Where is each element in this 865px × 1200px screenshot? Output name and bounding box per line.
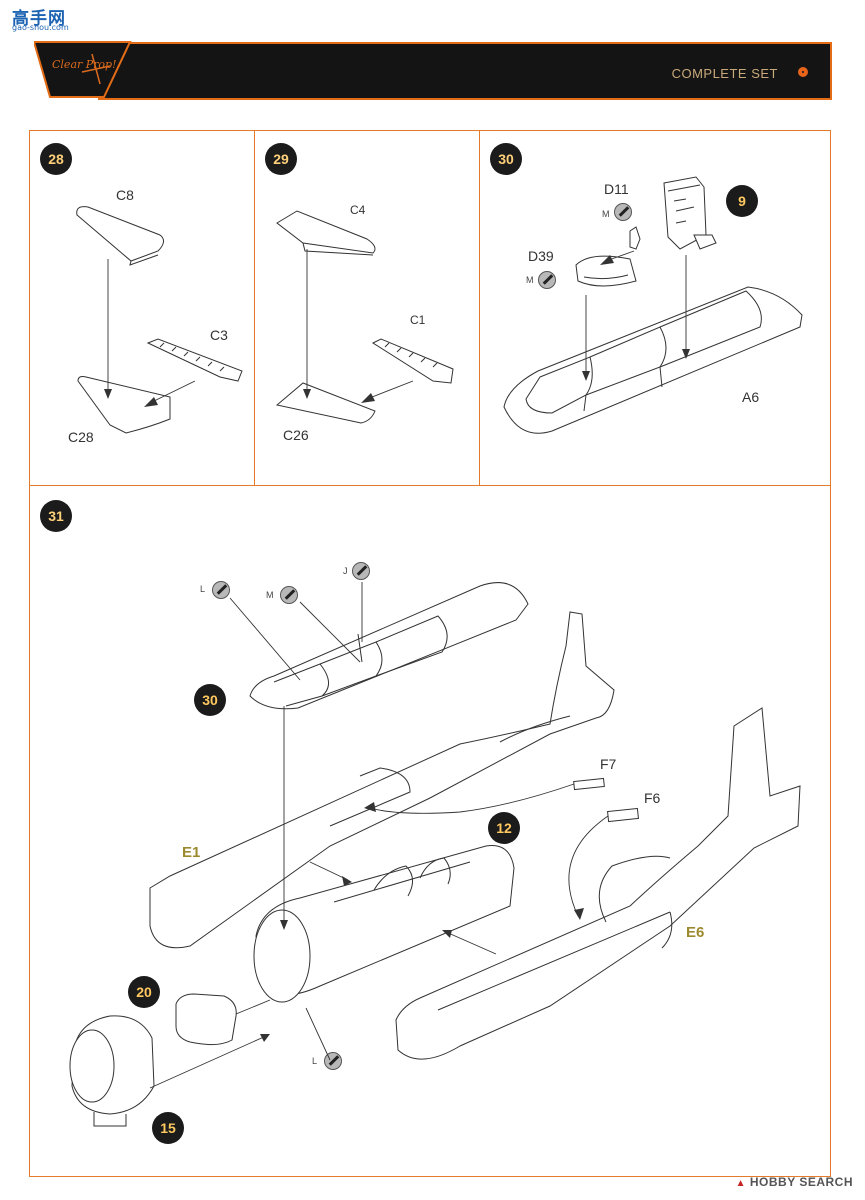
part-label: D11 xyxy=(604,181,629,197)
paint-code: M xyxy=(266,590,274,600)
part-label: C3 xyxy=(210,327,228,343)
paint-icon xyxy=(212,581,230,599)
hobby-search-logo-icon: ▲ xyxy=(735,1178,747,1189)
step-number: 30 xyxy=(490,143,522,175)
ref-step-badge: 20 xyxy=(128,976,160,1008)
header-bar: COMPLETE SET xyxy=(98,42,832,100)
svg-text:Clear Prop!: Clear Prop! xyxy=(52,58,117,71)
part-label: D39 xyxy=(528,248,554,264)
paint-icon xyxy=(538,271,556,289)
watermark-title: 高手网 xyxy=(12,9,66,29)
step-31-panel: 31 30 12 20 15 L M J L F7 F6 E1 E6 xyxy=(29,485,831,1177)
part-label: E1 xyxy=(182,844,201,861)
brand-logo: Clear Prop! xyxy=(34,41,132,98)
paint-code: M xyxy=(602,209,610,219)
step-29-panel: 29 C4 C1 C26 xyxy=(254,130,481,487)
gear-icon xyxy=(798,67,808,77)
ref-step-badge: 9 xyxy=(726,185,758,217)
step-number: 29 xyxy=(265,143,297,175)
step-28-panel: 28 C8 C3 C28 xyxy=(29,130,256,487)
part-label: E6 xyxy=(686,924,705,941)
part-label: C4 xyxy=(350,203,366,217)
part-label: F6 xyxy=(644,790,661,806)
paint-icon xyxy=(614,203,632,221)
part-label: C28 xyxy=(68,429,94,445)
part-label: C26 xyxy=(283,427,309,443)
step-30-diagram xyxy=(503,176,803,434)
step-31-diagram xyxy=(69,582,801,1127)
paint-code: L xyxy=(312,1056,318,1066)
watermark-text: HOBBY SEARCH xyxy=(749,1175,853,1189)
step-number: 31 xyxy=(40,500,72,532)
part-label: A6 xyxy=(742,389,760,405)
watermark-subtitle: gao-shou.com xyxy=(12,23,69,32)
ref-step-badge: 15 xyxy=(152,1112,184,1144)
header-title: COMPLETE SET xyxy=(671,66,778,81)
ref-step-badge: 30 xyxy=(194,684,226,716)
site-watermark: 高手网 gao-shou.com xyxy=(6,4,76,34)
paint-icon xyxy=(352,562,370,580)
part-label: F7 xyxy=(600,756,617,772)
paint-icon xyxy=(280,586,298,604)
paint-code: L xyxy=(200,584,206,594)
step-28-diagram xyxy=(76,206,243,434)
site-watermark-bottom: ▲ HOBBY SEARCH xyxy=(736,1175,853,1189)
step-30-panel: 30 9 D11 M D39 M A6 xyxy=(479,130,831,487)
step-number: 28 xyxy=(40,143,72,175)
paint-code: M xyxy=(526,275,534,285)
ref-step-badge: 12 xyxy=(488,812,520,844)
part-label: C8 xyxy=(116,187,134,203)
step-29-diagram xyxy=(275,210,454,424)
paint-code: J xyxy=(343,566,348,576)
part-label: C1 xyxy=(410,313,426,327)
page-header: COMPLETE SET Clear Prop! xyxy=(34,40,832,100)
